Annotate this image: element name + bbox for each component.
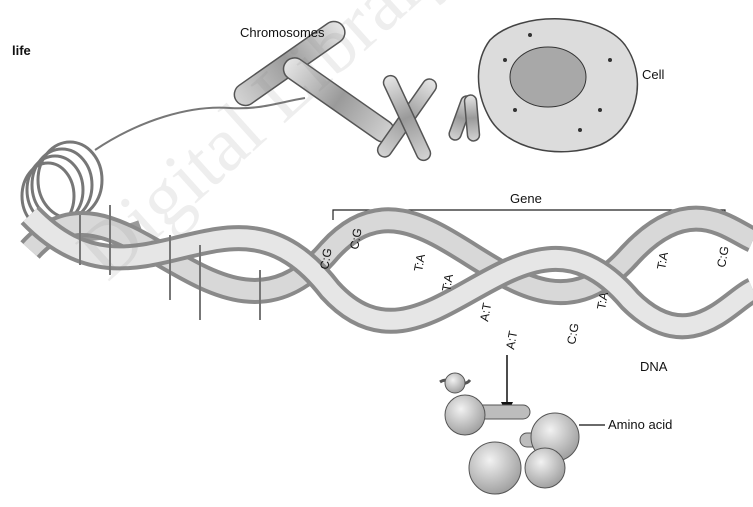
cell-illustration (478, 19, 637, 152)
amino-acid-chain (440, 373, 605, 494)
label-cell: Cell (642, 68, 664, 81)
base-pair: C:G (347, 227, 364, 250)
base-pair: T:A (439, 273, 456, 293)
base-pair: C:G (714, 245, 731, 268)
base-pair: A:T (503, 329, 520, 350)
base-pair: T:A (411, 253, 428, 273)
base-pair: A:T (477, 301, 494, 322)
base-pair: C:G (564, 322, 581, 345)
label-gene: Gene (510, 192, 542, 205)
base-pair: T:A (654, 251, 671, 271)
label-life: life (12, 44, 31, 57)
label-amino-acid: Amino acid (608, 418, 672, 431)
base-pair: T:A (594, 291, 611, 311)
label-chromosomes: Chromosomes (240, 26, 325, 39)
label-dna: DNA (640, 360, 667, 373)
